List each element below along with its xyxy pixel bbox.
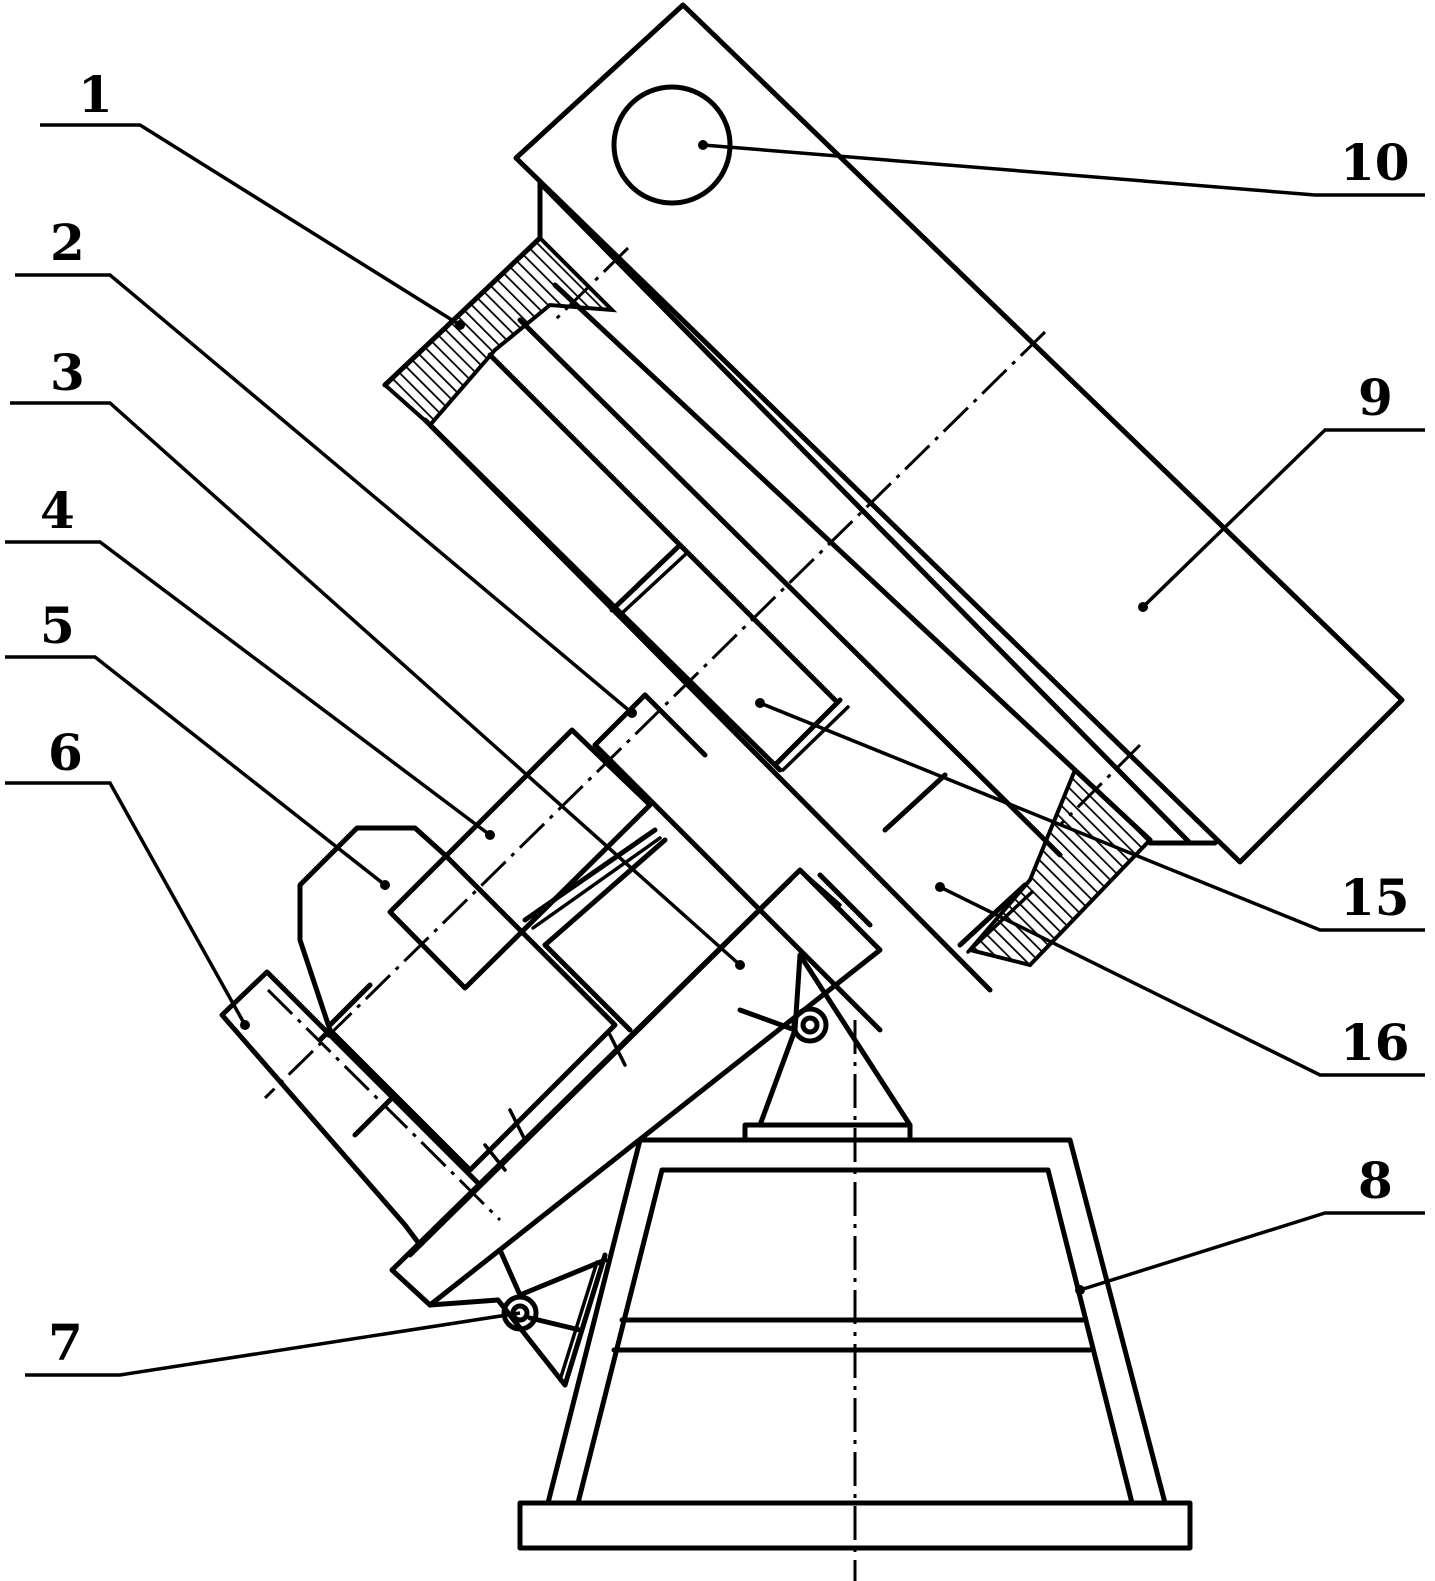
upper-pivot bbox=[737, 952, 913, 1143]
label-16: 16 bbox=[1340, 1013, 1410, 1072]
label-2: 2 bbox=[50, 213, 85, 272]
label-1: 1 bbox=[78, 65, 113, 124]
centerlines bbox=[263, 246, 1142, 1581]
part-4-gearbox bbox=[387, 727, 668, 1033]
label-5: 5 bbox=[40, 596, 75, 655]
label-8: 8 bbox=[1358, 1151, 1393, 1210]
label-9: 9 bbox=[1358, 368, 1393, 427]
label-15: 15 bbox=[1340, 868, 1410, 927]
leader-lines bbox=[5, 123, 1425, 1377]
part-16-bearing bbox=[882, 772, 1034, 954]
label-10: 10 bbox=[1340, 133, 1410, 192]
part-5-motor bbox=[297, 825, 618, 1173]
part-7-pivot bbox=[427, 1247, 608, 1388]
label-4: 4 bbox=[40, 481, 75, 540]
label-3: 3 bbox=[50, 343, 85, 402]
label-6: 6 bbox=[48, 723, 83, 782]
part-10-port bbox=[611, 84, 733, 206]
label-7: 7 bbox=[48, 1313, 83, 1372]
part-9-housing bbox=[513, 2, 1405, 865]
part-1-flange bbox=[382, 235, 1153, 993]
leader-dots bbox=[240, 140, 1148, 1295]
part-labels: 1 2 3 4 5 6 7 8 9 10 15 16 bbox=[40, 65, 1410, 1372]
part-15-shaft bbox=[422, 352, 850, 773]
part-3-support-plate bbox=[389, 867, 883, 1308]
